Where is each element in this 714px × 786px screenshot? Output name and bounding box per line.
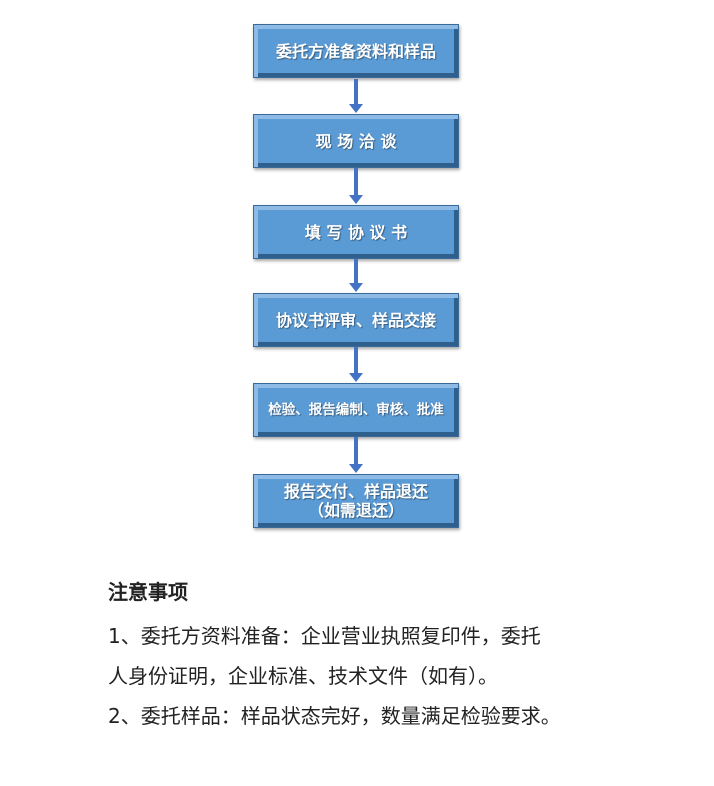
arrow-down-icon [349, 347, 363, 382]
step-label: 委托方准备资料和样品 [275, 41, 436, 61]
step-fill-agreement: 填 写 协 议 书 [253, 205, 459, 259]
arrow-down-icon [349, 79, 363, 113]
step-sublabel: （如需退还） [307, 501, 404, 520]
step-report-delivery: 报告交付、样品退还 （如需退还） [253, 474, 459, 528]
step-label: 检验、报告编制、审核、批准 [268, 401, 444, 418]
step-label: 填 写 协 议 书 [304, 222, 408, 242]
notes-title: 注意事项 [108, 580, 188, 604]
step-inspection-report: 检验、报告编制、审核、批准 [253, 383, 459, 437]
notes-line: 人身份证明，企业标准、技术文件（如有）。 [108, 664, 498, 688]
notes-section: 注意事项 1、委托方资料准备：企业营业执照复印件，委托 人身份证明，企业标准、技… [108, 576, 561, 736]
notes-line: 1、委托方资料准备：企业营业执照复印件，委托 [108, 624, 541, 648]
notes-line: 2、委托样品：样品状态完好，数量满足检验要求。 [108, 704, 561, 728]
step-label: 现 场 洽 谈 [315, 131, 397, 151]
arrow-down-icon [349, 437, 363, 473]
step-prepare-materials: 委托方准备资料和样品 [253, 24, 459, 78]
step-label: 报告交付、样品退还 [283, 482, 428, 501]
arrow-down-icon [349, 259, 363, 292]
step-onsite-negotiation: 现 场 洽 谈 [253, 114, 459, 168]
arrow-down-icon [349, 168, 363, 204]
step-agreement-review: 协议书评审、样品交接 [253, 293, 459, 347]
step-label: 协议书评审、样品交接 [275, 310, 436, 330]
